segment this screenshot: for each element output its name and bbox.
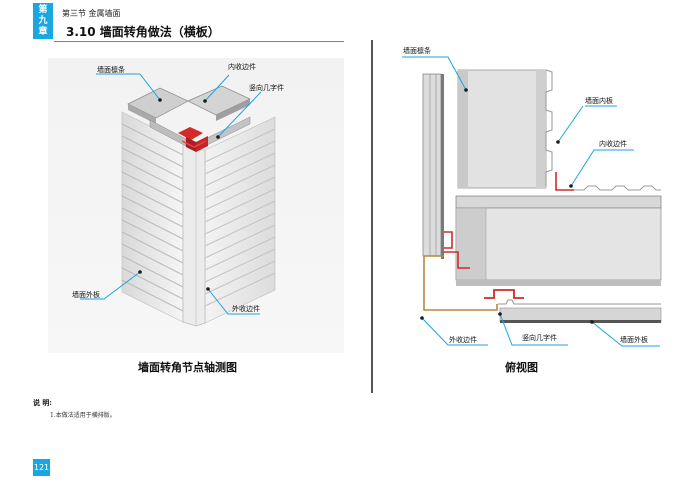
callout-leader	[207, 288, 260, 315]
label-vertical-piece: 竖向几字件	[522, 333, 557, 342]
figure-caption-plan: 俯视图	[505, 361, 538, 374]
label-outer-panel: 墙面外板	[72, 290, 100, 299]
section-label: 第三节 金属墙面	[62, 9, 121, 18]
chapter-badge-char: 章	[38, 26, 48, 37]
label-inner-trim: 内收边件	[599, 139, 627, 148]
plan-purlin-bottom	[455, 195, 662, 286]
callout-leader	[96, 73, 161, 101]
plan-inner-trim	[555, 172, 574, 191]
label-outer-trim: 外收边件	[449, 335, 477, 344]
callout-leader	[217, 91, 262, 138]
plan-outer-panel	[498, 299, 661, 305]
label-outer-panel: 墙面外板	[620, 335, 648, 344]
label-vertical-piece: 竖向几字件	[249, 83, 284, 92]
page-title: 3.10 墙面转角做法（横板）	[66, 25, 220, 39]
callout-leader	[80, 271, 141, 300]
plan-purlin-top	[457, 69, 547, 189]
label-inner-panel: 墙面内板	[585, 96, 613, 105]
figure-divider	[371, 40, 373, 393]
label-inner-trim: 内收边件	[228, 62, 256, 71]
chapter-badge-char: 九	[38, 15, 48, 26]
plan-inner-panel	[545, 69, 553, 186]
notes-item: 1.本做法适用于横排版。	[50, 412, 116, 419]
plan-purlin-left	[422, 73, 444, 259]
plan-outer-trim	[423, 256, 498, 311]
notes-title: 说 明:	[33, 398, 53, 407]
chapter-badge-char: 第	[38, 4, 48, 15]
figure-caption-axonometric: 墙面转角节点轴测图	[138, 361, 237, 374]
label-purlin: 墙面檩条	[97, 65, 125, 74]
plan-panel-top-edge	[574, 185, 661, 191]
label-outer-trim: 外收边件	[232, 304, 260, 313]
label-purlin: 墙面檩条	[403, 46, 431, 55]
inner-trim-shape	[178, 127, 208, 152]
outer-panel-left-face	[121, 111, 184, 323]
callout-leader	[204, 74, 230, 102]
plan-vertical-piece	[484, 289, 524, 299]
outer-panel-right-face	[204, 116, 276, 324]
chapter-badge: 第 九 章	[33, 3, 53, 39]
page-number: 121	[33, 459, 50, 476]
title-underline	[54, 41, 344, 42]
purlin-shape	[127, 85, 251, 148]
